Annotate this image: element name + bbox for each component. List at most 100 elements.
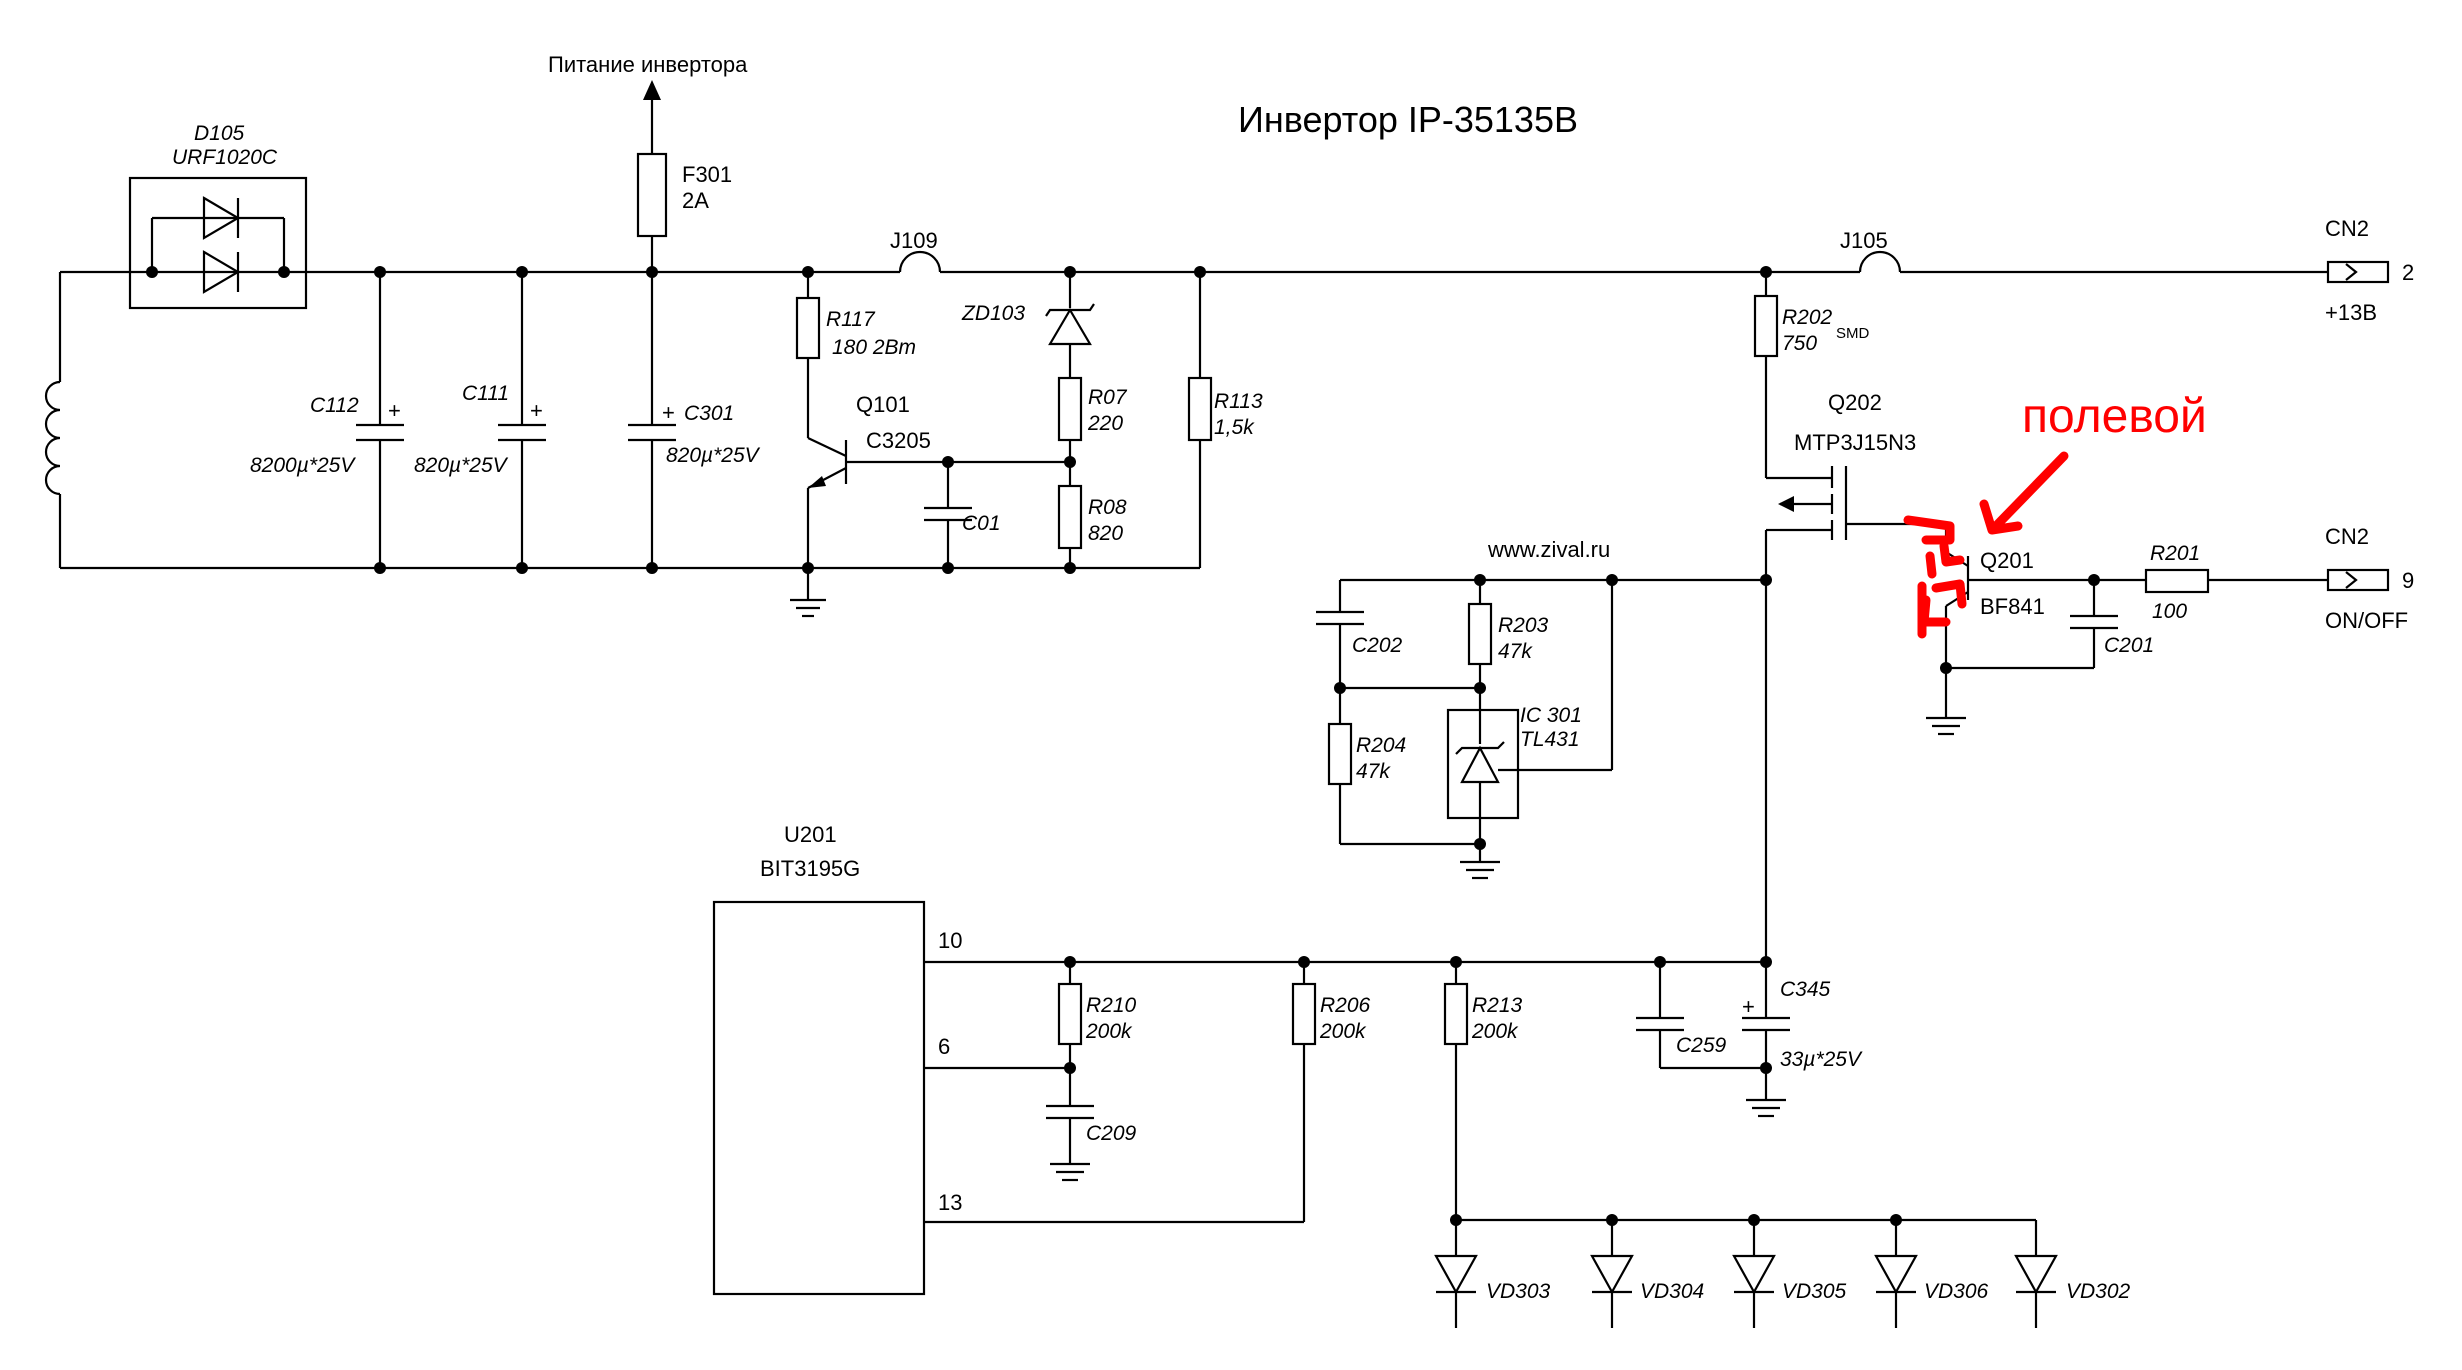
cn2-bottom-pin: 9 xyxy=(2402,568,2414,593)
r213-value: 200k xyxy=(1471,1020,1519,1043)
vd303-ref: VD303 xyxy=(1486,1280,1551,1303)
r203-ref: R203 xyxy=(1498,614,1549,637)
vd304-ref: VD304 xyxy=(1640,1280,1704,1303)
r07-ref: R07 xyxy=(1088,386,1128,409)
u201-value: BIT3195G xyxy=(760,856,860,881)
u201-ref: U201 xyxy=(784,822,837,847)
vd302-ref: VD302 xyxy=(2066,1280,2131,1303)
cn2-bottom-label: ON/OFF xyxy=(2325,608,2408,633)
resistor-r08: R08 820 xyxy=(1057,484,1127,574)
r206-value: 200k xyxy=(1319,1020,1367,1043)
r204-value: 47k xyxy=(1356,760,1391,783)
left-inductor xyxy=(44,272,1200,570)
cn2-top-ref: CN2 xyxy=(2325,216,2369,241)
r08-ref: R08 xyxy=(1088,496,1127,519)
c259-ref: C259 xyxy=(1676,1034,1727,1057)
u201-pin-6: 6 xyxy=(938,1034,950,1059)
c345-value: 33µ*25V xyxy=(1780,1048,1863,1071)
r202-value: 750 xyxy=(1782,332,1817,355)
website-label: www.zival.ru xyxy=(1487,537,1610,562)
resistor-r213: R213 200k xyxy=(1443,962,1523,1220)
resistor-r07: R07 220 xyxy=(1057,376,1128,486)
feedback-rail xyxy=(1340,574,1772,586)
f301-ref: F301 xyxy=(682,162,732,187)
jumper-j105: J105 xyxy=(1840,228,1902,273)
ic301-ref: IC 301 xyxy=(1520,704,1582,727)
c111-value: 820µ*25V xyxy=(414,454,509,477)
vd306-ref: VD306 xyxy=(1924,1280,1989,1303)
jumper-j109: J109 xyxy=(890,228,942,273)
annotation-text: полевой xyxy=(2022,390,2207,443)
r113-value: 1,5k xyxy=(1214,416,1255,439)
r201-value: 100 xyxy=(2152,600,2187,623)
zd103-ref: ZD103 xyxy=(961,302,1025,325)
d105-ref: D105 xyxy=(194,122,245,145)
capacitor-c201: C201 xyxy=(2070,574,2154,668)
zener-zd103: ZD103 xyxy=(961,266,1095,378)
resistor-r204: R204 47k xyxy=(1327,688,1480,846)
diode-vd305: VD305 xyxy=(1732,1220,1847,1328)
r117-value: 180 2Вm xyxy=(832,336,916,359)
capacitor-c345: + C345 33µ*25V xyxy=(1742,962,1863,1118)
ic301-value: TL431 xyxy=(1520,728,1580,751)
r113-ref: R113 xyxy=(1214,390,1263,413)
connector-cn2-13v: CN2 2 +13В xyxy=(2325,216,2414,325)
cn2-bottom-ref: CN2 xyxy=(2325,524,2369,549)
c301-value: 820µ*25V xyxy=(666,444,761,467)
capacitor-c209: C209 xyxy=(1046,1068,1137,1182)
resistor-r210: R210 200k xyxy=(1057,962,1137,1074)
diode-vd304: VD304 xyxy=(1590,1220,1704,1328)
r213-ref: R213 xyxy=(1472,994,1523,1017)
capacitor-c301: + C301 820µ*25V xyxy=(628,266,761,574)
transistor-q201: Q201 BF841 xyxy=(1926,524,2146,736)
resistor-r117: R117 180 2Вm xyxy=(795,266,916,438)
r117-ref: R117 xyxy=(826,308,876,331)
svg-text:+: + xyxy=(662,400,675,425)
c209-ref: C209 xyxy=(1086,1122,1137,1145)
c202-ref: C202 xyxy=(1352,634,1403,657)
r210-value: 200k xyxy=(1085,1020,1133,1043)
power-label: Питание инвертора xyxy=(548,52,748,77)
ic-ic301: IC 301 TL431 xyxy=(1446,580,1614,880)
q101-ref: Q101 xyxy=(856,392,910,417)
capacitor-c202: C202 xyxy=(1316,580,1486,694)
mosfet-q202: Q202 MTP3J15N3 xyxy=(1764,390,1946,962)
u201-pin-10: 10 xyxy=(938,928,962,953)
q201-value: BF841 xyxy=(1980,594,2045,619)
capacitor-c111: + C111 820µ*25V xyxy=(414,266,546,574)
c112-value: 8200µ*25V xyxy=(250,454,356,477)
resistor-r201: R201 100 xyxy=(2144,542,2328,623)
c111-ref: C111 xyxy=(462,382,509,405)
capacitor-c01: C01 xyxy=(924,456,1001,574)
c01-ref: C01 xyxy=(962,512,1001,535)
svg-text:+: + xyxy=(388,398,401,423)
q202-ref: Q202 xyxy=(1828,390,1882,415)
capacitor-c112: + C112 8200µ*25V xyxy=(250,266,404,574)
j109-ref: J109 xyxy=(890,228,938,253)
d105-value: URF1020C xyxy=(172,146,278,169)
r08-value: 820 xyxy=(1088,522,1123,545)
c201-ref: C201 xyxy=(2104,634,2154,657)
r203-value: 47k xyxy=(1498,640,1533,663)
diode-vd302: VD302 xyxy=(2014,1220,2131,1328)
vd305-ref: VD305 xyxy=(1782,1280,1847,1303)
u201-pin-13: 13 xyxy=(938,1190,962,1215)
annotation-marks xyxy=(1903,451,2069,639)
svg-text:+: + xyxy=(1742,994,1755,1019)
diode-vd303: VD303 xyxy=(1434,1220,1551,1328)
q101-value: C3205 xyxy=(866,428,931,453)
j105-ref: J105 xyxy=(1840,228,1888,253)
q201-ref: Q201 xyxy=(1980,548,2034,573)
r206-ref: R206 xyxy=(1320,994,1371,1017)
r210-ref: R210 xyxy=(1086,994,1137,1017)
resistor-r202: R202 750 SMD xyxy=(1753,266,1870,478)
diode-vd306: VD306 xyxy=(1874,1220,1989,1328)
c112-ref: C112 xyxy=(310,394,359,417)
transistor-q101: Q101 C3205 xyxy=(790,392,1070,618)
cn2-top-label: +13В xyxy=(2325,300,2377,325)
r202-package: SMD xyxy=(1836,325,1870,342)
resistor-r113: R113 1,5k xyxy=(1187,266,1263,568)
diode-d105: D105 URF1020C xyxy=(128,122,308,310)
diode-row xyxy=(1450,1214,2036,1226)
